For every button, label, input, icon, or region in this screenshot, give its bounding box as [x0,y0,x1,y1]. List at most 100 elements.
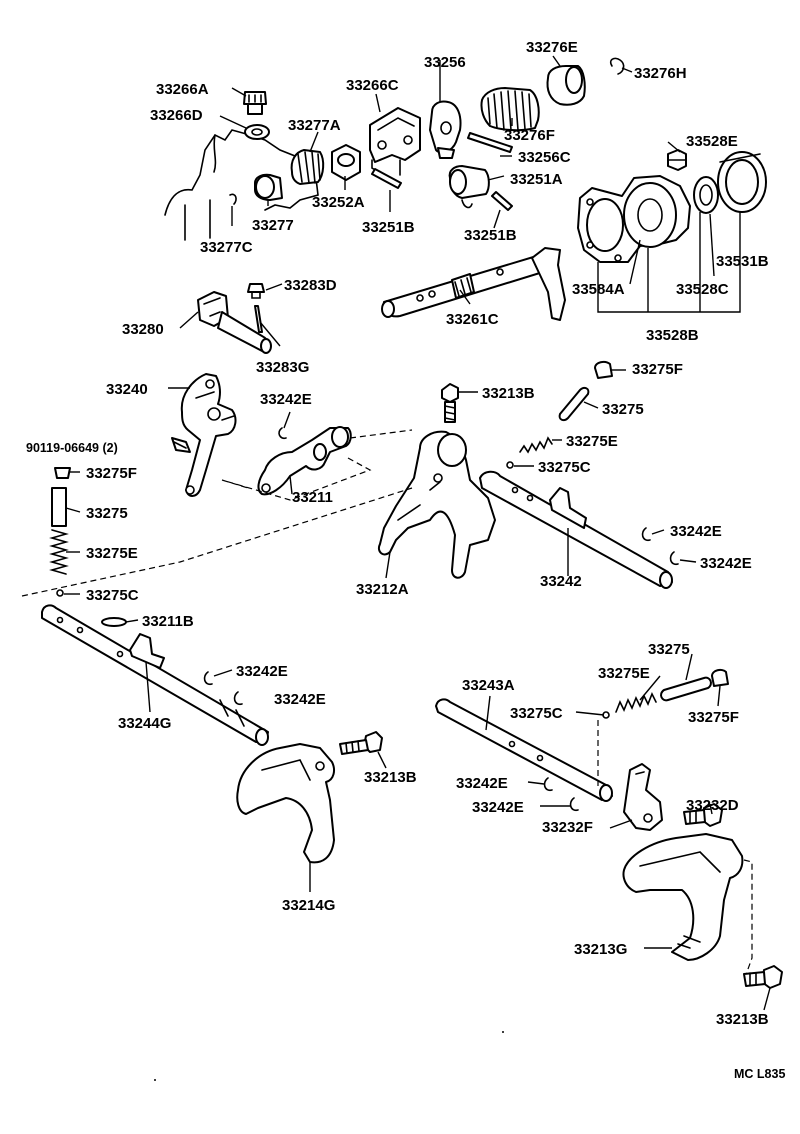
label-33232D: 33232D [686,797,739,814]
label-33243A: 33243A [462,677,515,694]
fork-33214G [236,743,335,864]
label-33277: 33277 [252,217,294,234]
label-33266A: 33266A [156,81,209,98]
plug-33275F-left [54,467,71,479]
spring-33275E-upper [519,436,553,454]
label-33275C-upper: 33275C [538,459,591,476]
clip-33242E-e [233,691,243,706]
plug-33275F-upper [594,360,613,379]
label-33280: 33280 [122,321,164,338]
leader-33528B-2 [647,212,701,312]
label-33276E: 33276E [526,39,578,56]
label-33213B-top: 33213B [482,385,535,402]
label-33251B-lower: 33251B [464,227,517,244]
shaft-33244G [41,604,269,746]
part-labels: 33266A 33266D 33277A 33277 33277C 33252A… [26,39,769,1028]
bolt-33528E [667,149,687,171]
bolt-33213B-mid [339,731,383,755]
label-33251B-upper: 33251B [362,219,415,236]
label-33276H: 33276H [634,65,687,82]
label-33584A: 33584A [572,281,625,298]
label-33214G: 33214G [282,897,335,914]
bushing-33277 [254,173,283,201]
label-33528B: 33528B [646,327,699,344]
boot-end-33276E [546,65,586,106]
label-33212A: 33212A [356,581,409,598]
label-33242E-e: 33242E [274,691,326,708]
shaft-33261C [381,247,566,321]
label-90119-06649: 90119-06649 (2) [26,441,118,455]
ball-33275C-upper [506,461,514,469]
leader-lines [64,55,771,1011]
label-33213G: 33213G [574,941,627,958]
pin-33251B-lower [491,191,513,211]
fork-33212A [378,430,496,579]
bracket-33266C [369,107,421,186]
label-33232F: 33232F [542,819,593,836]
clip-33276H [609,57,625,75]
label-33275F-lower: 33275F [688,709,739,726]
label-33275-lower: 33275 [648,641,690,658]
plug-33266A [243,91,267,115]
bolt-33213B-lower [743,965,783,989]
shaft-33280 [197,291,272,354]
label-33213B-lower: 33213B [716,1011,769,1028]
label-33528E: 33528E [686,133,738,150]
label-33252A: 33252A [312,194,365,211]
label-33531B: 33531B [716,253,769,270]
pin-33251B-upper [371,168,402,189]
label-33277C: 33277C [200,239,253,256]
label-33256: 33256 [424,54,466,71]
label-33242E-b: 33242E [670,523,722,540]
boot-33276F [480,87,540,132]
label-33275E-upper: 33275E [566,433,618,450]
label-33276F: 33276F [504,127,555,144]
pin-33277C [229,193,237,205]
case-housing-outline [164,129,319,241]
spring-33277A [290,149,325,185]
pin-33275-lower [660,676,712,702]
label-33275C-left: 33275C [86,587,139,604]
label-33242E-a: 33242E [260,391,312,408]
lever-33256 [429,100,462,159]
shaft-33242 [479,470,673,589]
bolt-33213B-top [441,383,459,423]
label-33275E-lower: 33275E [598,665,650,682]
pin-33275-upper [558,386,590,422]
label-33275-left: 33275 [86,505,128,522]
dash-33211 [221,429,413,501]
label-33528C: 33528C [676,281,729,298]
block-33252A [331,144,361,181]
label-33275C-lower: 33275C [510,705,563,722]
collar-33251A [448,165,490,209]
clip-33242E-a [278,427,287,440]
label-33211: 33211 [292,489,333,506]
diagram-code: MC L835 [734,1067,785,1081]
pin-33256C [467,132,513,153]
clip-33242E-g [569,797,579,812]
clip-33242E-b [641,527,651,542]
spring-33275E-lower [615,692,657,713]
label-33242E-g: 33242E [472,799,524,816]
fork-33211 [257,426,352,496]
leader-33528B [597,212,741,313]
label-33251A: 33251A [510,171,563,188]
shaft-33243A [435,698,613,802]
lever-33240 [180,373,237,497]
bearing-33528C [693,176,719,214]
label-33266D: 33266D [150,107,203,124]
label-33242: 33242 [540,573,582,590]
label-33266C: 33266C [346,77,399,94]
label-33261C: 33261C [446,311,499,328]
label-33275-upper: 33275 [602,401,644,418]
bolt-90119-06649 [171,437,191,453]
dash-33275-left [21,487,413,597]
dash-33213G [743,859,753,981]
label-33242E-c: 33242E [700,555,752,572]
label-33275F-left: 33275F [86,465,137,482]
plug-33283D [247,283,265,299]
label-33275F-upper: 33275F [632,361,683,378]
label-33244G: 33244G [118,715,171,732]
fork-33213G [622,833,744,961]
